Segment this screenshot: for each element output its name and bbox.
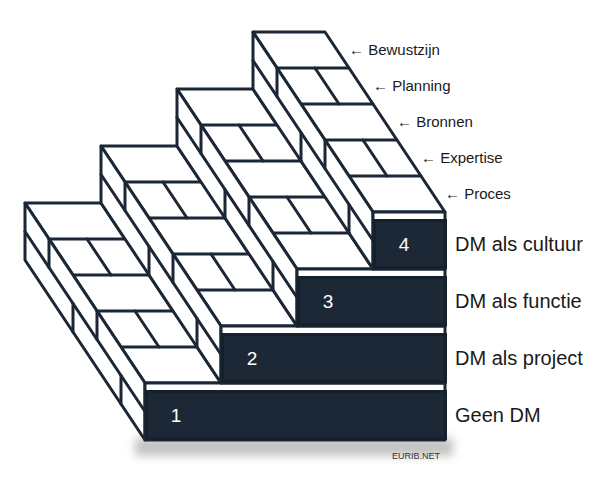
- brick-joint: [48, 239, 51, 268]
- stage-label: DM als project: [455, 347, 583, 369]
- brick-joint: [87, 239, 111, 275]
- brick-joint: [253, 61, 373, 241]
- brick-joint: [196, 319, 199, 348]
- brick-joint: [248, 197, 251, 226]
- row-label: ← Expertise: [421, 150, 503, 167]
- brick-joint: [276, 68, 279, 97]
- brick-joint: [177, 118, 297, 298]
- brick-joint: [72, 304, 75, 333]
- step-number: 2: [247, 349, 258, 368]
- stage-bar: 3: [297, 276, 447, 326]
- row-label: ← Bronnen: [397, 114, 473, 131]
- brick-joint: [224, 190, 227, 219]
- stage-bar: 1: [145, 390, 447, 440]
- stage-label: DM als cultuur: [455, 233, 583, 255]
- brick-joint: [348, 205, 351, 234]
- brick-joint: [363, 140, 387, 176]
- step-side: [253, 32, 373, 269]
- brick-joint: [148, 247, 151, 276]
- brick-joint: [96, 311, 99, 340]
- stage-bar: 4: [373, 219, 447, 269]
- brick-joint: [101, 175, 221, 355]
- brick-joint: [239, 125, 263, 161]
- brick-joint: [325, 139, 397, 142]
- step-number: 4: [399, 235, 410, 254]
- brick-joint: [300, 133, 303, 162]
- brick-joint: [211, 254, 235, 290]
- brick-joint: [277, 67, 349, 70]
- row-label: ← Planning: [373, 78, 451, 95]
- brick-joint: [124, 182, 127, 211]
- row-label: ← Proces: [445, 186, 511, 203]
- stage-bar: 2: [221, 333, 447, 383]
- brick-joint: [135, 311, 159, 347]
- brick-joint: [315, 68, 339, 104]
- row-label: ← Bewustzijn: [349, 42, 440, 59]
- brick-joint: [163, 182, 187, 218]
- stage-label: DM als functie: [455, 290, 582, 312]
- brick-joint: [120, 376, 123, 405]
- brick-joint: [272, 262, 275, 291]
- step-number: 3: [323, 292, 334, 311]
- brick-joint: [172, 254, 175, 283]
- brick-joint: [324, 140, 327, 169]
- stage-label: Geen DM: [455, 404, 541, 426]
- brick-joint: [287, 197, 311, 233]
- brick-joint: [25, 232, 145, 412]
- brick-joint: [200, 125, 203, 154]
- step-number: 1: [171, 406, 182, 425]
- watermark: EURIB.NET: [392, 452, 440, 462]
